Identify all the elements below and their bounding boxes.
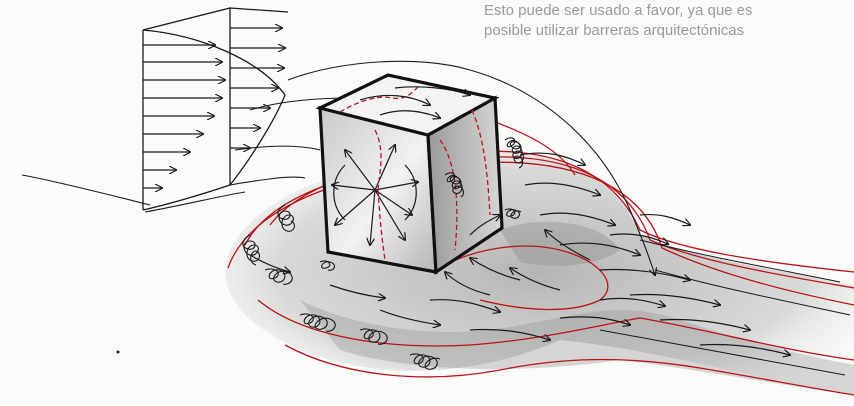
separation-lines: [339, 84, 491, 261]
caption-line-2: posible utilizar barreras arquitectónica…: [484, 22, 745, 39]
wind-velocity-profile: [142, 7, 289, 211]
top-face-arrows: [359, 86, 470, 118]
wake-flow-arrows: [249, 152, 790, 355]
stray-dot: [116, 350, 120, 354]
front-face-flow-arrows: [332, 145, 418, 245]
ground-line: [21, 174, 306, 213]
pressure-contours: [227, 119, 854, 396]
caption-text: Esto puede ser usado a favor, ya que es …: [484, 1, 854, 41]
far-streamlines: [599, 239, 851, 376]
caption-line-1: Esto puede ser usado a favor, ya que es: [484, 2, 753, 19]
ground-wake-shading: [225, 149, 854, 395]
